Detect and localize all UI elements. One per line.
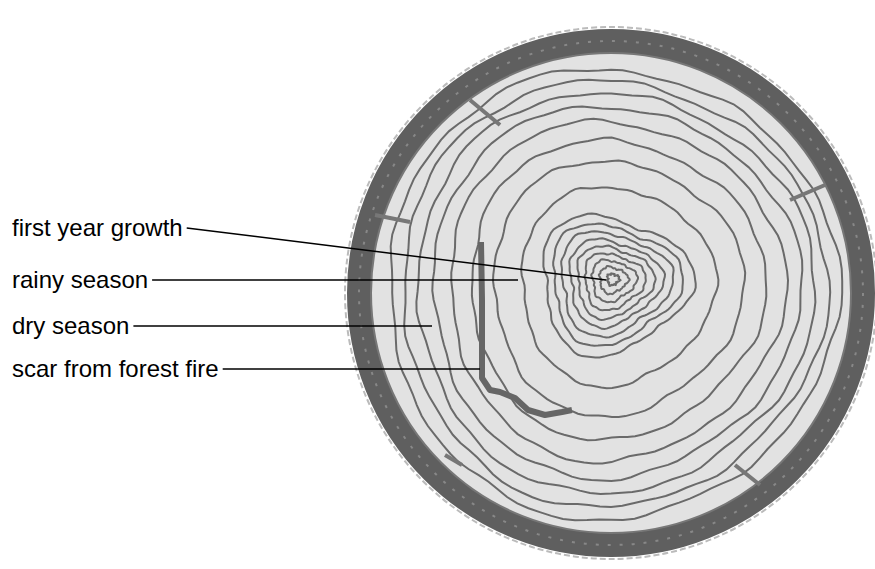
callout-label: dry season	[12, 312, 129, 340]
growth-rings	[391, 70, 843, 521]
leader-line	[223, 368, 480, 370]
growth-ring	[391, 70, 843, 521]
callout-label: rainy season	[12, 266, 148, 294]
growth-ring	[543, 213, 695, 357]
bark	[359, 41, 863, 545]
leader-line	[187, 228, 606, 280]
growth-ring	[416, 93, 815, 494]
bark-outer-edge	[345, 27, 875, 559]
leader-line	[133, 325, 432, 327]
growth-ring	[432, 107, 802, 481]
growth-ring	[591, 259, 638, 302]
wood-cracks	[375, 100, 825, 485]
growth-ring	[493, 161, 745, 418]
growth-ring	[569, 238, 665, 329]
growth-ring	[404, 80, 830, 507]
wood	[371, 53, 851, 533]
fire-scar	[481, 242, 572, 415]
growth-ring	[521, 188, 718, 389]
callout-label: scar from forest fire	[12, 355, 219, 383]
leader-line	[152, 279, 518, 281]
growth-ring	[553, 224, 683, 346]
growth-ring	[585, 253, 646, 310]
bark-texture	[359, 41, 863, 545]
callout-label: first year growth	[12, 214, 183, 242]
growth-ring	[607, 273, 621, 286]
growth-ring	[451, 119, 788, 464]
growth-ring	[472, 138, 766, 441]
growth-ring	[561, 231, 673, 337]
